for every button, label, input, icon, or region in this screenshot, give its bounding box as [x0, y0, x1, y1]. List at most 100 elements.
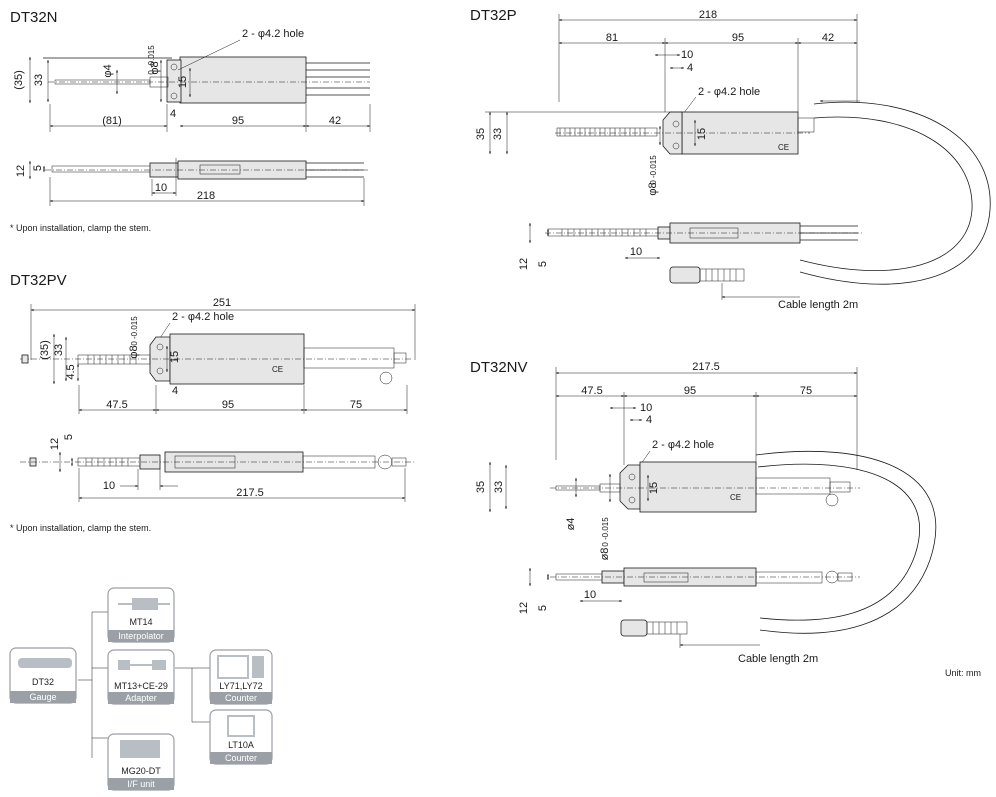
unit-note: Unit: mm [945, 668, 981, 678]
dt32n-dim-15: 15 [177, 76, 189, 88]
dt32nv-dim-95: 95 [684, 385, 696, 397]
adapter-icon [118, 660, 130, 670]
dt32pv-drawing: DT32PV 251 2 - φ4.2 hole φ8 0 -0.015 CE … [10, 272, 416, 533]
dt32n-dim-d8: φ8 [149, 61, 161, 74]
dt32n-tol: 0 -0.015 [147, 45, 156, 75]
dt32p-dim-218: 218 [699, 9, 717, 21]
dt32pv-dim-15: 15 [169, 351, 181, 363]
dt32p-dim-33: 33 [492, 128, 504, 140]
counter-lt-label: Counter [225, 753, 257, 763]
dt32pv-tol: 0 -0.015 [130, 316, 139, 346]
dt32pv-dim-475: 47.5 [106, 399, 127, 411]
dt32nv-dim-75: 75 [800, 385, 812, 397]
dt32p-title: DT32P [470, 7, 517, 24]
dt32pv-dim-12: 12 [49, 438, 61, 450]
dt32n-dim-12: 12 [15, 165, 27, 177]
node-gauge: DT32 Gauge [9, 647, 77, 704]
dt32n-hole-label: 2 - φ4.2 hole [242, 28, 304, 40]
dt32nv-dim-10b: 10 [584, 589, 596, 601]
dt32nv-drawing: DT32NV 217.5 47.5 95 75 10 4 2 - φ4.2 ho… [470, 359, 981, 678]
counter-panel-icon [227, 715, 255, 737]
dt32pv-title: DT32PV [10, 272, 67, 289]
dt32nv-dim-d4: ø4 [565, 518, 577, 531]
dt32p-dim-42: 42 [822, 32, 834, 44]
dt32p-dim-35: 35 [475, 128, 487, 140]
dt32n-drawing: DT32N (35) 33 φ4 φ8 0 -0.015 15 2 - φ4.2… [10, 9, 371, 233]
dt32nv-title: DT32NV [470, 359, 528, 376]
dt32n-title: DT32N [10, 9, 58, 26]
node-counter-lt: LT10A Counter [209, 709, 273, 765]
dt32n-note: * Upon installation, clamp the stem. [10, 223, 151, 233]
dt32p-ce-mark: CE [778, 143, 789, 152]
dt32nv-dim-475: 47.5 [581, 385, 602, 397]
dt32pv-dim-d8: φ8 [128, 345, 140, 358]
dt32n-dim-35: (35) [13, 70, 25, 90]
dt32nv-dim-12: 12 [518, 602, 530, 614]
if-unit-label: I/F unit [127, 779, 155, 789]
interpolator-label: Interpolator [118, 631, 164, 641]
adapter-name: MT13+CE-29 [114, 681, 168, 691]
node-interpolator: MT14 Interpolator [107, 587, 175, 643]
gauge-label: Gauge [29, 692, 56, 702]
dt32p-cable-label: Cable length 2m [778, 299, 858, 311]
dt32pv-dim-10: 10 [103, 480, 115, 492]
interpolator-icon [132, 598, 158, 610]
dt32nv-ce-mark: CE [730, 493, 741, 502]
dt32pv-dim-75: 75 [350, 399, 362, 411]
dt32p-dim-10: 10 [681, 49, 693, 61]
dt32p-dim-12: 12 [518, 258, 530, 270]
dt32n-body [179, 56, 307, 104]
dt32nv-dim-d8: ø8 [599, 548, 611, 561]
dt32nv-cable-label: Cable length 2m [738, 653, 818, 665]
dt32n-dim-5: 5 [32, 165, 44, 171]
if-unit-icon [120, 740, 160, 758]
dt32n-dim-d4: φ4 [102, 64, 114, 77]
dt32pv-hole-label: 2 - φ4.2 hole [172, 311, 234, 323]
dt32pv-ce-mark: CE [272, 365, 283, 374]
adapter-label: Adapter [125, 693, 157, 703]
dt32p-dim-81: 81 [606, 32, 618, 44]
node-counter-ly: LY71,LY72 Counter [209, 649, 273, 705]
dt32pv-note: * Upon installation, clamp the stem. [10, 523, 151, 533]
node-if-unit: MG20-DT I/F unit [107, 733, 175, 791]
dt32p-dim-4: 4 [687, 62, 693, 74]
dt32n-dim-81: (81) [102, 115, 122, 127]
dt32pv-dim-33: 33 [53, 344, 65, 356]
dt32nv-cable [755, 450, 937, 634]
dt32pv-dim-5: 5 [63, 434, 75, 440]
if-unit-name: MG20-DT [121, 766, 161, 776]
dt32n-dim-4: 4 [170, 108, 176, 120]
dt32p-dim-d8: φ8 [647, 182, 659, 195]
dt32nv-dim-15: 15 [648, 482, 660, 494]
gauge-icon [18, 658, 72, 668]
dt32pv-dim-95: 95 [222, 399, 234, 411]
system-configuration-diagram: DT32 Gauge MT14 Interpolator MT13+CE-29 … [9, 587, 273, 791]
dt32n-flange [166, 59, 182, 103]
counter-ly-name: LY71,LY72 [219, 681, 262, 691]
counter-display-icon [217, 655, 249, 679]
dt32nv-dim-35: 35 [475, 481, 487, 493]
dt32nv-dim-2175: 217.5 [692, 361, 720, 373]
dt32nv-tol: 0 -0.015 [601, 517, 610, 547]
interpolator-name: MT14 [129, 617, 152, 627]
dt32p-cable [799, 101, 991, 285]
gauge-name: DT32 [32, 677, 54, 687]
dt32n-dim-10: 10 [155, 182, 167, 194]
dt32nv-hole-label: 2 - φ4.2 hole [652, 439, 714, 451]
dt32p-dim-15: 15 [696, 128, 708, 140]
dt32p-hole-label: 2 - φ4.2 hole [698, 86, 760, 98]
dt32n-dim-95: 95 [232, 115, 244, 127]
dt32p-drawing: DT32P 218 81 95 42 10 4 2 - φ4.2 hole CE [470, 7, 991, 311]
dt32nv-dim-5: 5 [537, 605, 549, 611]
node-adapter: MT13+CE-29 Adapter [107, 649, 175, 705]
counter-ly-label: Counter [225, 693, 257, 703]
dt32n-dim-33: 33 [33, 74, 45, 86]
dt32nv-body [639, 461, 757, 513]
dt32n-dim-42: 42 [329, 115, 341, 127]
dt32nv-dim-4: 4 [646, 414, 652, 426]
counter-lt-name: LT10A [228, 740, 254, 750]
dt32n-dim-218: 218 [197, 190, 215, 202]
dt32pv-dim-251: 251 [213, 297, 231, 309]
dt32pv-dim-4: 4 [172, 385, 178, 397]
